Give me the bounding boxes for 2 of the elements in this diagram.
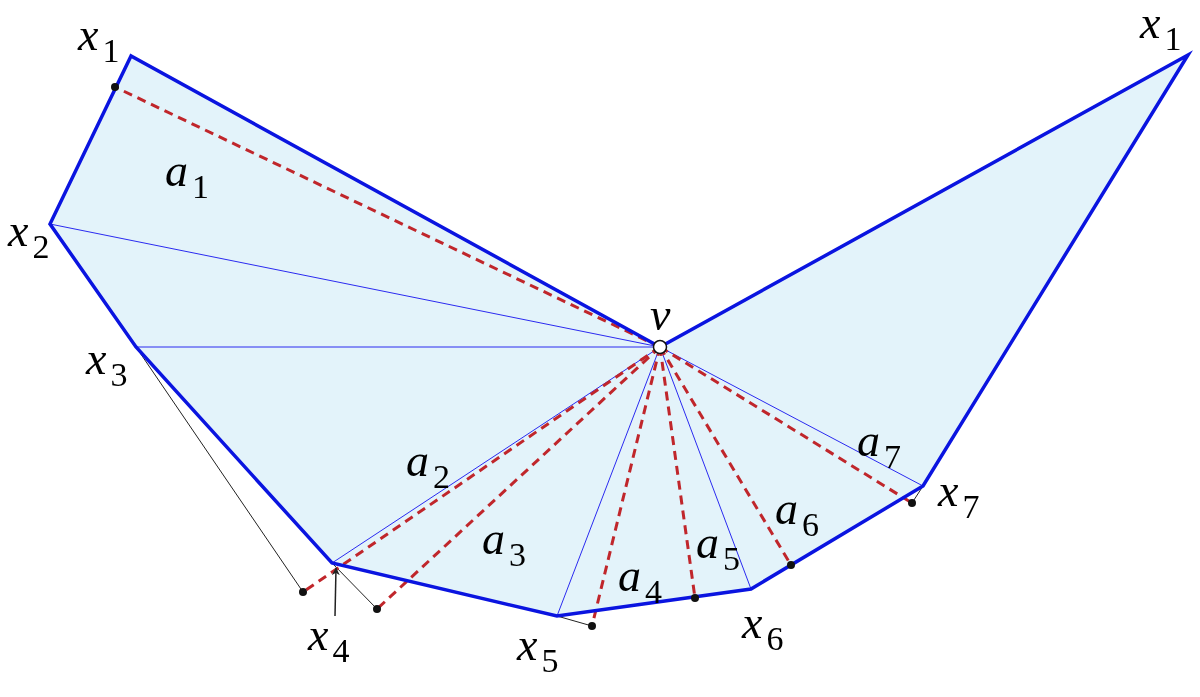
leader-line — [331, 567, 340, 617]
point-label: v — [650, 292, 671, 338]
